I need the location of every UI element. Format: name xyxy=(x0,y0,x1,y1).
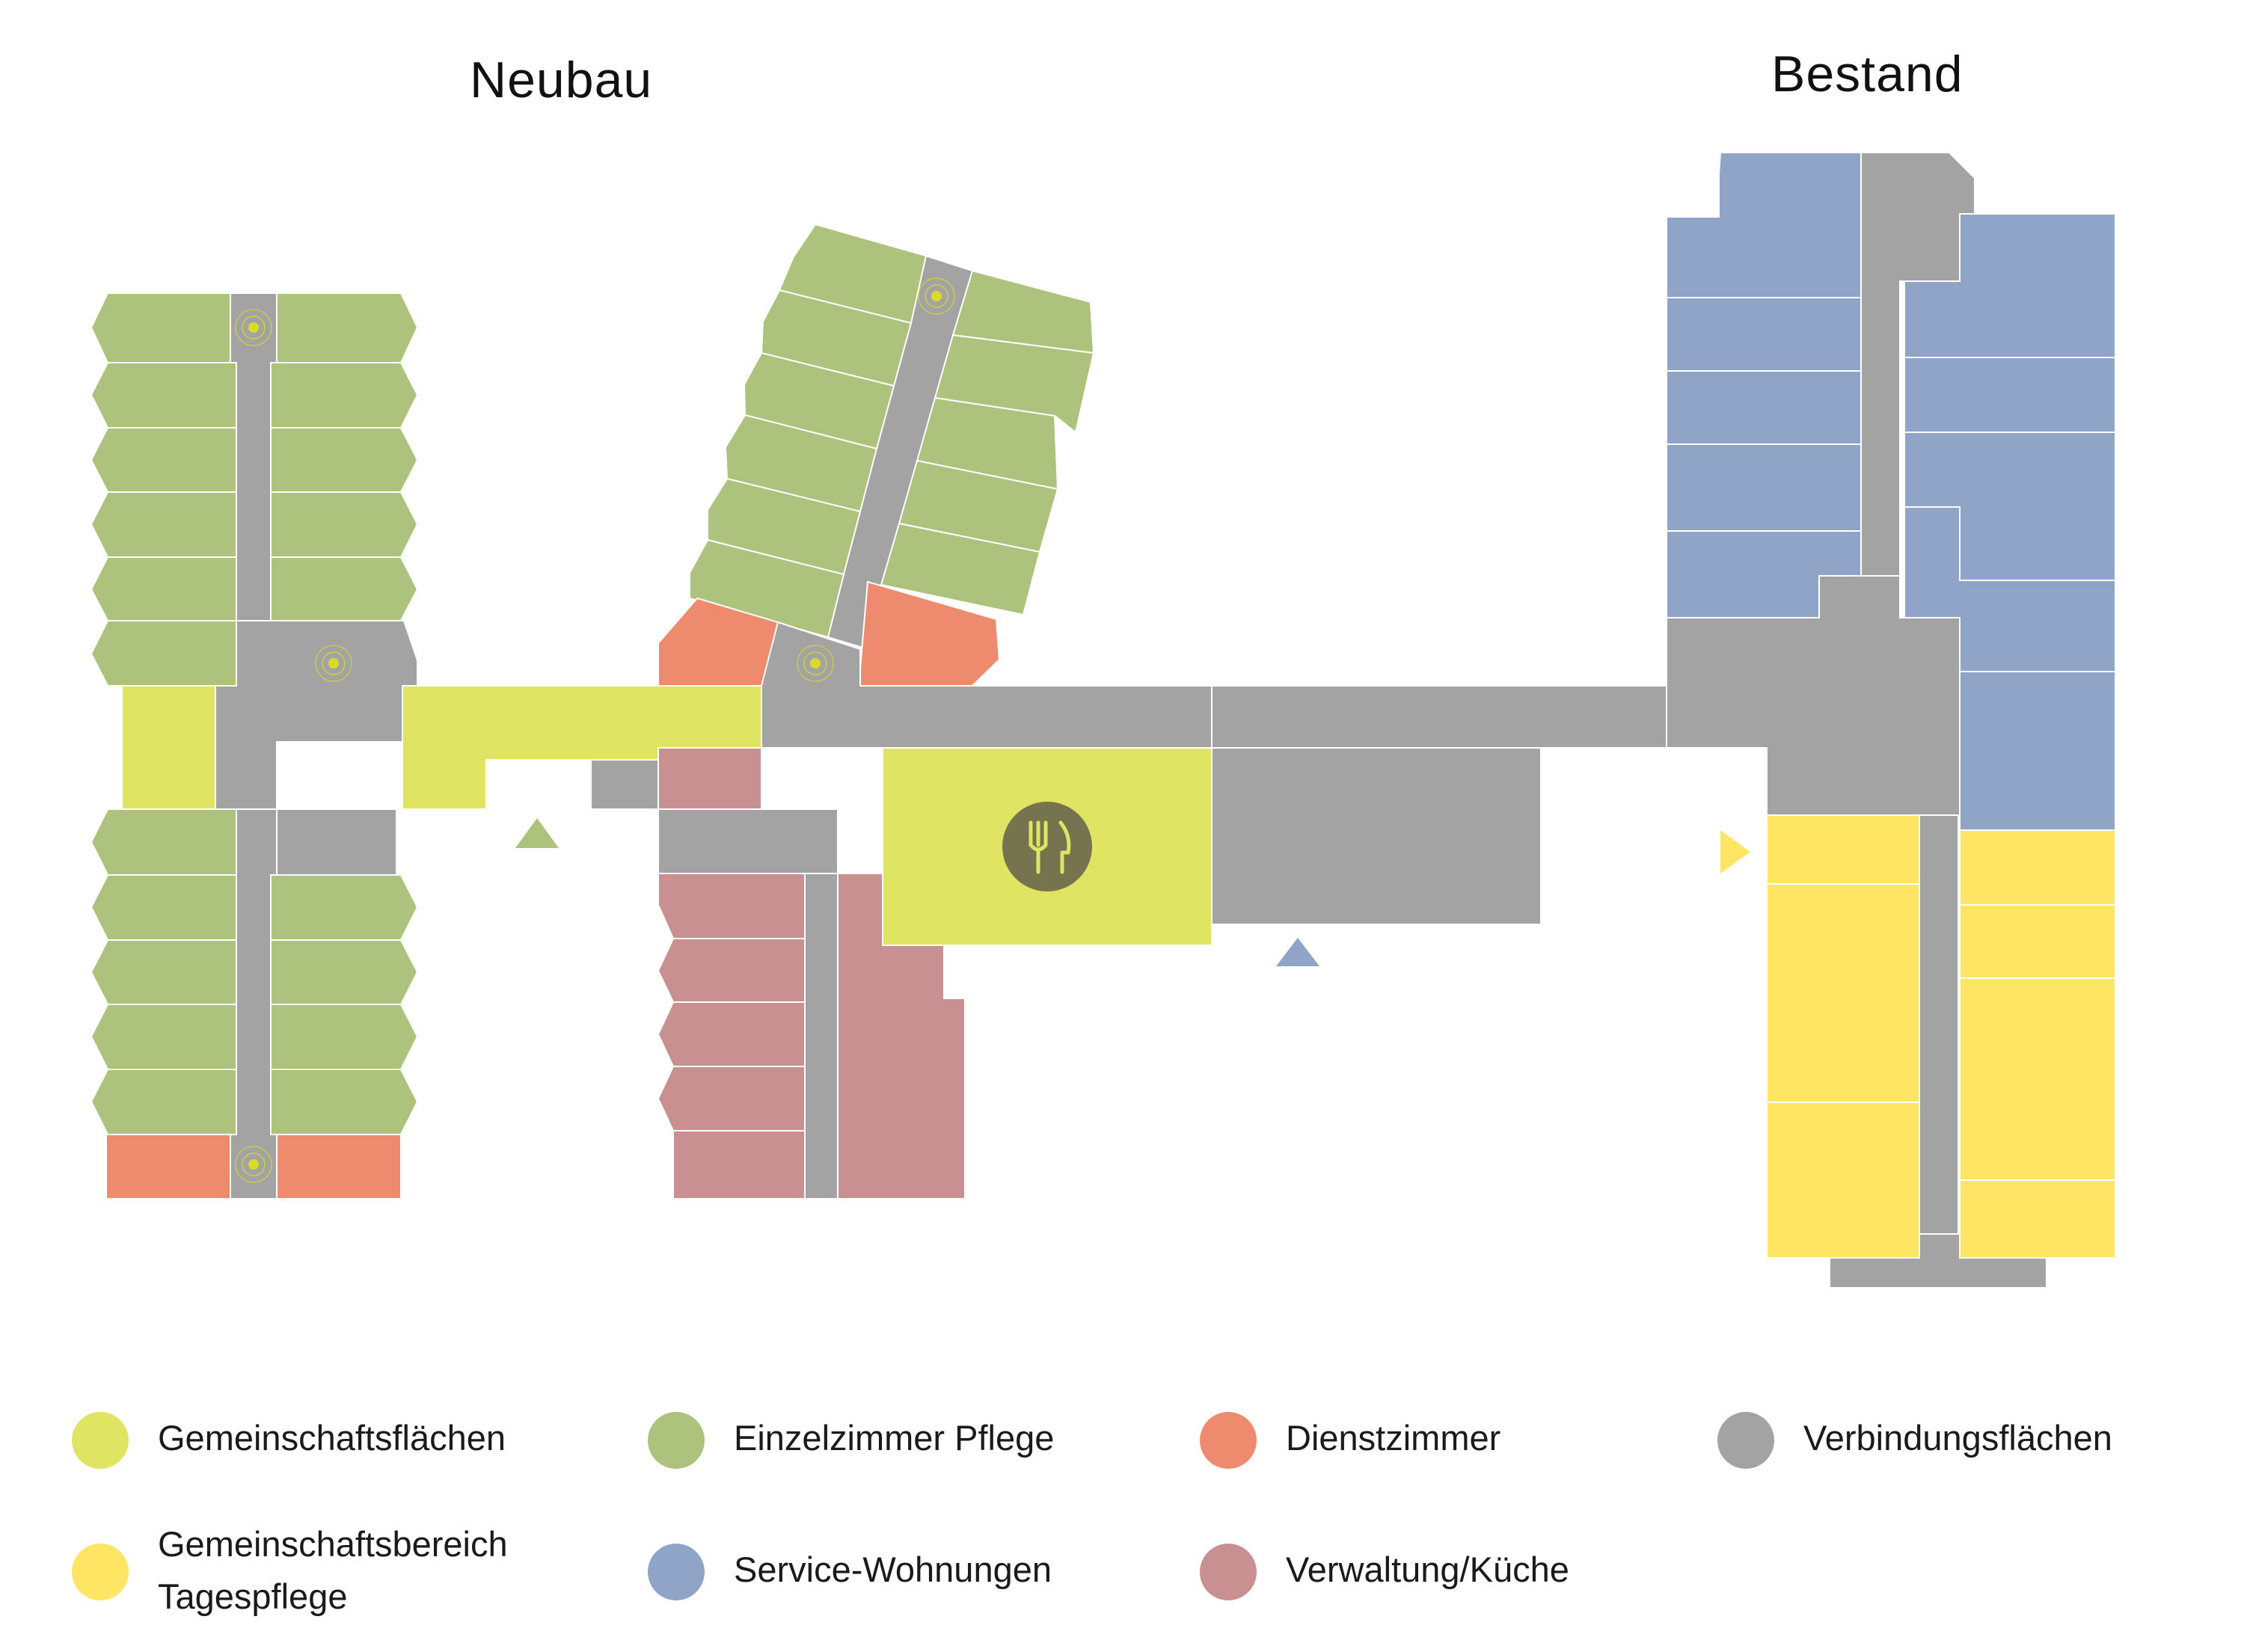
legend-swatch xyxy=(72,1412,129,1469)
room-einzelzimmer xyxy=(90,1004,237,1070)
legend-label: Gemeinschaftsbereich Tagespflege xyxy=(158,1524,508,1616)
room-einzelzimmer xyxy=(90,491,237,558)
room-tagespflege xyxy=(1959,1179,2116,1259)
room-tagespflege xyxy=(1766,814,1920,885)
legend-item-service-wohnungen: Service-Wohnungen xyxy=(648,1544,1052,1600)
wing-title-neubau: Neubau xyxy=(470,52,653,108)
room-service-wohnung xyxy=(1666,370,1862,445)
room-tagespflege xyxy=(1959,829,2116,906)
corridor-hub xyxy=(215,620,418,810)
corridor xyxy=(1919,814,1959,1235)
elevator-icon xyxy=(797,645,834,682)
room-verwaltung xyxy=(657,873,806,939)
room-einzelzimmer xyxy=(934,334,1095,434)
legend-item-gemeinschaftsflaechen: Gemeinschaftsflächen xyxy=(72,1412,506,1469)
room-verwaltung xyxy=(657,747,762,810)
room-einzelzimmer xyxy=(90,939,237,1005)
fork-knife-icon xyxy=(1002,802,1092,891)
dining-block xyxy=(882,747,1542,946)
corridor xyxy=(804,873,839,1200)
legend-item-verbindungsflaechen: Verbindungsflächen xyxy=(1717,1412,2112,1469)
corridor xyxy=(1211,747,1542,925)
room-service-wohnung xyxy=(1904,357,2116,433)
room-einzelzimmer xyxy=(90,362,237,429)
room-einzelzimmer xyxy=(270,362,419,429)
corridor xyxy=(590,759,659,810)
room-verwaltung xyxy=(657,1066,806,1131)
room-einzelzimmer xyxy=(270,939,419,1005)
room-einzelzimmer xyxy=(276,292,419,363)
elevator-icon xyxy=(918,277,955,315)
room-einzelzimmer xyxy=(90,1069,237,1135)
room-einzelzimmer xyxy=(270,874,419,941)
room-einzelzimmer xyxy=(90,808,237,876)
room-verwaltung xyxy=(657,1001,806,1067)
room-service-wohnung xyxy=(1666,152,1862,298)
legend-item-tagespflege: Gemeinschaftsbereich Tagespflege xyxy=(72,1518,508,1623)
room-einzelzimmer xyxy=(90,556,237,621)
verwaltung-block xyxy=(657,747,966,1200)
room-einzelzimmer xyxy=(90,620,237,687)
room-dienstzimmer xyxy=(276,1134,402,1200)
corridor xyxy=(276,808,397,876)
legend-label: Einzelzimmer Pflege xyxy=(734,1418,1055,1458)
room-tagespflege xyxy=(1766,1102,1920,1259)
room-einzelzimmer xyxy=(270,1069,419,1135)
room-dienstzimmer xyxy=(657,597,779,687)
elevator-icon xyxy=(235,1146,272,1183)
legend-label: Verbindungsflächen xyxy=(1803,1418,2112,1458)
room-einzelzimmer xyxy=(270,1004,419,1070)
entrance-arrow-icon xyxy=(1276,938,1319,966)
room-einzelzimmer xyxy=(90,427,237,493)
room-einzelzimmer xyxy=(270,427,419,493)
corridor xyxy=(230,808,278,1200)
corridor xyxy=(1211,685,1669,749)
legend-label: Service-Wohnungen xyxy=(734,1550,1052,1589)
legend-item-einzelzimmer-pflege: Einzelzimmer Pflege xyxy=(648,1412,1054,1469)
room-dienstzimmer xyxy=(105,1134,231,1200)
legend-item-verwaltung-kueche: Verwaltung/Küche xyxy=(1200,1544,1569,1600)
elevator-icon xyxy=(235,309,272,346)
room-einzelzimmer xyxy=(90,292,231,363)
legend-swatch xyxy=(1200,1412,1257,1469)
room-service-wohnung xyxy=(1959,671,2116,831)
legend-item-dienstzimmer: Dienstzimmer xyxy=(1200,1412,1500,1469)
room-verwaltung xyxy=(657,938,806,1003)
legend-label: Gemeinschaftsflächen xyxy=(158,1418,506,1458)
room-einzelzimmer xyxy=(270,556,419,621)
elevator-icon xyxy=(315,645,352,682)
room-service-wohnung xyxy=(1666,297,1862,372)
neubau-center-wing xyxy=(657,223,1669,749)
room-service-wohnung xyxy=(1666,443,1862,532)
corridor xyxy=(657,808,839,874)
room-gemeinschaft xyxy=(121,685,216,810)
legend-swatch xyxy=(1717,1412,1774,1469)
legend-label: Dienstzimmer xyxy=(1286,1418,1501,1458)
room-tagespflege xyxy=(1959,977,2116,1181)
legend-swatch xyxy=(648,1412,705,1469)
legend-swatch xyxy=(1200,1544,1257,1600)
neubau-left-wing xyxy=(90,292,762,1200)
room-tagespflege xyxy=(1766,883,1920,1103)
room-service-wohnung xyxy=(1666,530,1862,618)
legend-swatch xyxy=(72,1544,129,1600)
room-einzelzimmer xyxy=(880,522,1041,616)
entrance-arrow-icon xyxy=(515,818,559,848)
entrance-arrow-icon xyxy=(1720,830,1750,873)
room-einzelzimmer xyxy=(90,874,237,941)
room-einzelzimmer xyxy=(270,491,419,558)
room-tagespflege xyxy=(1959,904,2116,979)
legend-swatch xyxy=(648,1544,705,1600)
wing-title-bestand: Bestand xyxy=(1771,46,1964,102)
legend-label: Verwaltung/Küche xyxy=(1286,1550,1569,1589)
bestand-wing xyxy=(1666,152,2116,1289)
room-verwaltung xyxy=(672,1130,806,1200)
